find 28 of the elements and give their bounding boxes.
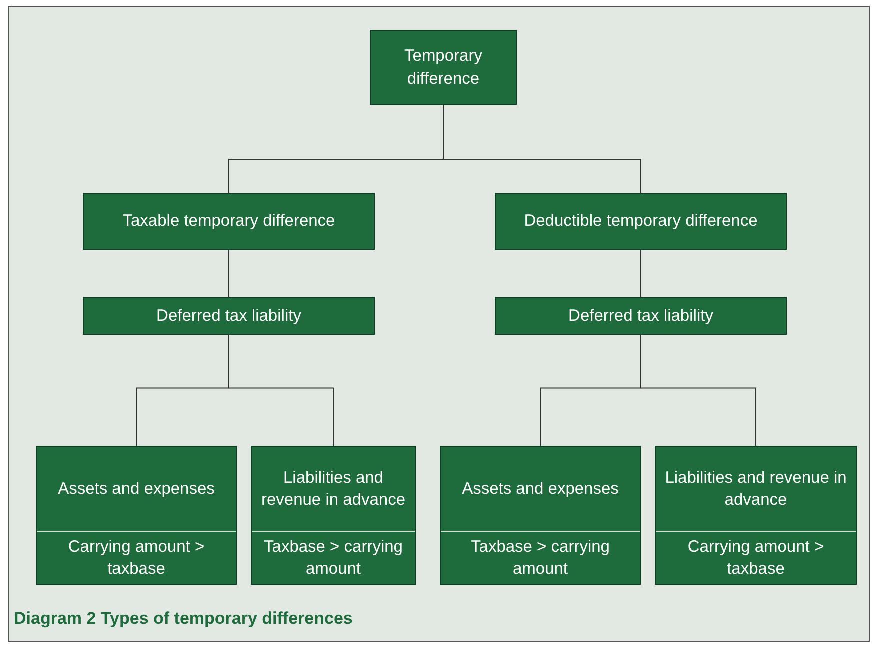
process-box bbox=[495, 193, 787, 250]
box-label: Deferred tax liability bbox=[156, 306, 302, 327]
box-label: Liabilities and revenue in advance bbox=[664, 468, 848, 511]
process-box bbox=[370, 30, 517, 105]
box-label: Deferred tax liability bbox=[568, 306, 714, 327]
connector-line bbox=[228, 250, 230, 298]
box-label: Deductible temporary difference bbox=[524, 211, 758, 232]
connector-line bbox=[228, 334, 334, 446]
split-box bbox=[440, 446, 641, 585]
split-box bbox=[251, 446, 416, 585]
box-label: Assets and expenses bbox=[58, 478, 215, 500]
process-box bbox=[83, 193, 375, 250]
process-box bbox=[83, 297, 375, 335]
connector-line bbox=[443, 104, 642, 194]
process-box bbox=[495, 297, 787, 335]
box-label: Taxable temporary difference bbox=[122, 211, 336, 232]
box-label: Taxbase > carrying amount bbox=[263, 536, 404, 580]
box-label: Liabilities and revenue in advance bbox=[260, 468, 407, 511]
box-label: Carrying amount > taxbase bbox=[67, 536, 206, 580]
connector-line bbox=[640, 250, 642, 298]
box-label: Carrying amount > taxbase bbox=[686, 536, 826, 580]
box-label: Temporary difference bbox=[404, 46, 484, 90]
box-label: Assets and expenses bbox=[462, 478, 619, 500]
box-label: Taxbase > carrying amount bbox=[470, 536, 611, 580]
diagram-caption: Diagram 2 Types of temporary differences bbox=[14, 609, 353, 629]
split-box bbox=[36, 446, 237, 585]
connector-line bbox=[640, 334, 756, 446]
split-box bbox=[655, 446, 857, 585]
